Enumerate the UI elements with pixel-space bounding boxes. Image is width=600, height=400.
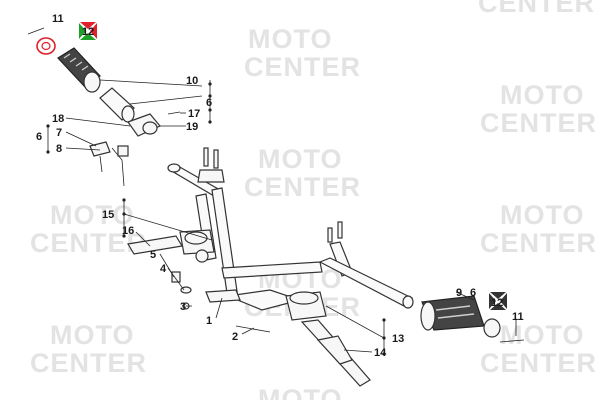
callout-14: 14 <box>374 347 387 359</box>
housing-clamp <box>142 121 158 135</box>
callout-10: 10 <box>186 75 198 87</box>
lever-bracket <box>316 335 353 365</box>
watermark-center: CENTER <box>480 108 597 138</box>
leader-lines <box>47 79 517 354</box>
leader-10b <box>129 95 203 105</box>
watermark-moto: MOTO <box>248 24 333 54</box>
right-bar-end-cap <box>402 295 414 309</box>
spacer <box>171 271 181 283</box>
leader-14 <box>343 349 373 353</box>
callout-8: 8 <box>56 143 62 155</box>
watermark-center: CENTER <box>244 172 361 202</box>
cable <box>99 155 103 173</box>
bracket-dots <box>46 82 386 356</box>
callout-11-right: 11 <box>512 311 524 323</box>
top-clamp-block <box>197 169 225 183</box>
watermark-center: CENTER <box>478 0 595 18</box>
watermark-group: MOTO CENTER CENTER MOTO CENTER MOTO CENT… <box>30 0 597 400</box>
callout-15: 15 <box>102 209 114 221</box>
callout-17: 17 <box>188 108 200 120</box>
leader-8 <box>65 147 101 151</box>
callout-4: 4 <box>160 263 167 275</box>
watermark-center: CENTER <box>480 348 597 378</box>
end-screw <box>27 27 45 35</box>
left-brake-assembly <box>127 229 271 333</box>
watermark-moto: MOTO <box>258 384 343 400</box>
throttle-sleeve-end <box>121 105 135 123</box>
callout-6-left: 6 <box>36 131 42 143</box>
handlebar-frame <box>167 147 414 311</box>
grip-pattern <box>435 305 475 319</box>
callout-3: 3 <box>180 301 186 313</box>
leader-18 <box>65 117 131 127</box>
leader-7 <box>65 131 97 147</box>
lower-clamp <box>205 289 241 303</box>
callout-6-right: 6 <box>206 97 212 109</box>
callout-19: 19 <box>186 121 198 133</box>
grip-pattern <box>63 53 89 71</box>
bar-end-weight <box>36 37 56 55</box>
callout-9: 9 <box>456 287 462 299</box>
watermark-moto: MOTO <box>50 200 135 230</box>
watermark-center: CENTER <box>244 52 361 82</box>
leader-10 <box>99 79 203 87</box>
lever-pivot <box>195 249 209 263</box>
right-grip-assembly <box>420 295 525 343</box>
watermark-moto: MOTO <box>500 320 585 350</box>
clamp-bolt <box>203 147 209 167</box>
clamp-bolt <box>213 149 219 169</box>
leader-1 <box>215 297 223 319</box>
callout-12-right: 12 <box>491 297 503 309</box>
end-screw <box>499 339 525 343</box>
bar-end-weight-inner <box>41 41 51 51</box>
crosshair-target-icon: 12 <box>79 22 97 40</box>
left-lever <box>127 235 183 255</box>
callout-5: 5 <box>150 249 156 261</box>
leader-15 <box>123 213 213 241</box>
callout-13: 13 <box>392 333 404 345</box>
callout-2: 2 <box>232 331 238 343</box>
washer <box>180 286 192 294</box>
callout-18: 18 <box>52 113 64 125</box>
callout-11-top: 11 <box>52 13 64 25</box>
crossbar-tube <box>221 261 323 279</box>
grip-flange <box>420 301 436 331</box>
callout-7: 7 <box>56 127 62 139</box>
cable <box>111 147 125 187</box>
watermark-moto: MOTO <box>258 144 343 174</box>
callout-labels: 11 10 6 17 19 18 6 7 8 15 16 5 4 3 1 2 9… <box>36 13 524 359</box>
leader-9 <box>455 291 475 301</box>
right-brake-assembly <box>285 291 371 387</box>
callout-16: 16 <box>122 225 134 237</box>
reservoir-cap <box>289 291 319 305</box>
callout-1: 1 <box>206 315 212 327</box>
watermark-moto: MOTO <box>50 320 135 350</box>
left-grip-assembly <box>27 27 181 187</box>
leader-13 <box>325 305 385 339</box>
grip-flange <box>83 71 101 93</box>
watermark-center: CENTER <box>30 348 147 378</box>
cable-bracket <box>89 141 111 157</box>
leader-2 <box>241 327 255 335</box>
left-bar-end-cap <box>167 163 181 173</box>
watermark-moto: MOTO <box>500 200 585 230</box>
left-riser-tube <box>211 187 239 301</box>
crosshair-target-icon <box>489 292 507 310</box>
clamp-bolt <box>337 221 343 239</box>
leader-16 <box>135 231 151 247</box>
clamp-bolt <box>327 227 333 243</box>
cable-adjuster <box>117 145 129 157</box>
reservoir-cap <box>184 231 208 245</box>
housing-screw <box>167 111 181 115</box>
leader-4 <box>167 267 185 291</box>
watermark-center: CENTER <box>30 228 147 258</box>
callout-6-grip: 6 <box>470 287 476 299</box>
clamp-bolt-long <box>235 325 271 333</box>
bar-end-weight <box>483 318 501 338</box>
watermark-center: CENTER <box>480 228 597 258</box>
watermark-moto: MOTO <box>500 80 585 110</box>
callout-12-top: 12 <box>82 26 94 38</box>
